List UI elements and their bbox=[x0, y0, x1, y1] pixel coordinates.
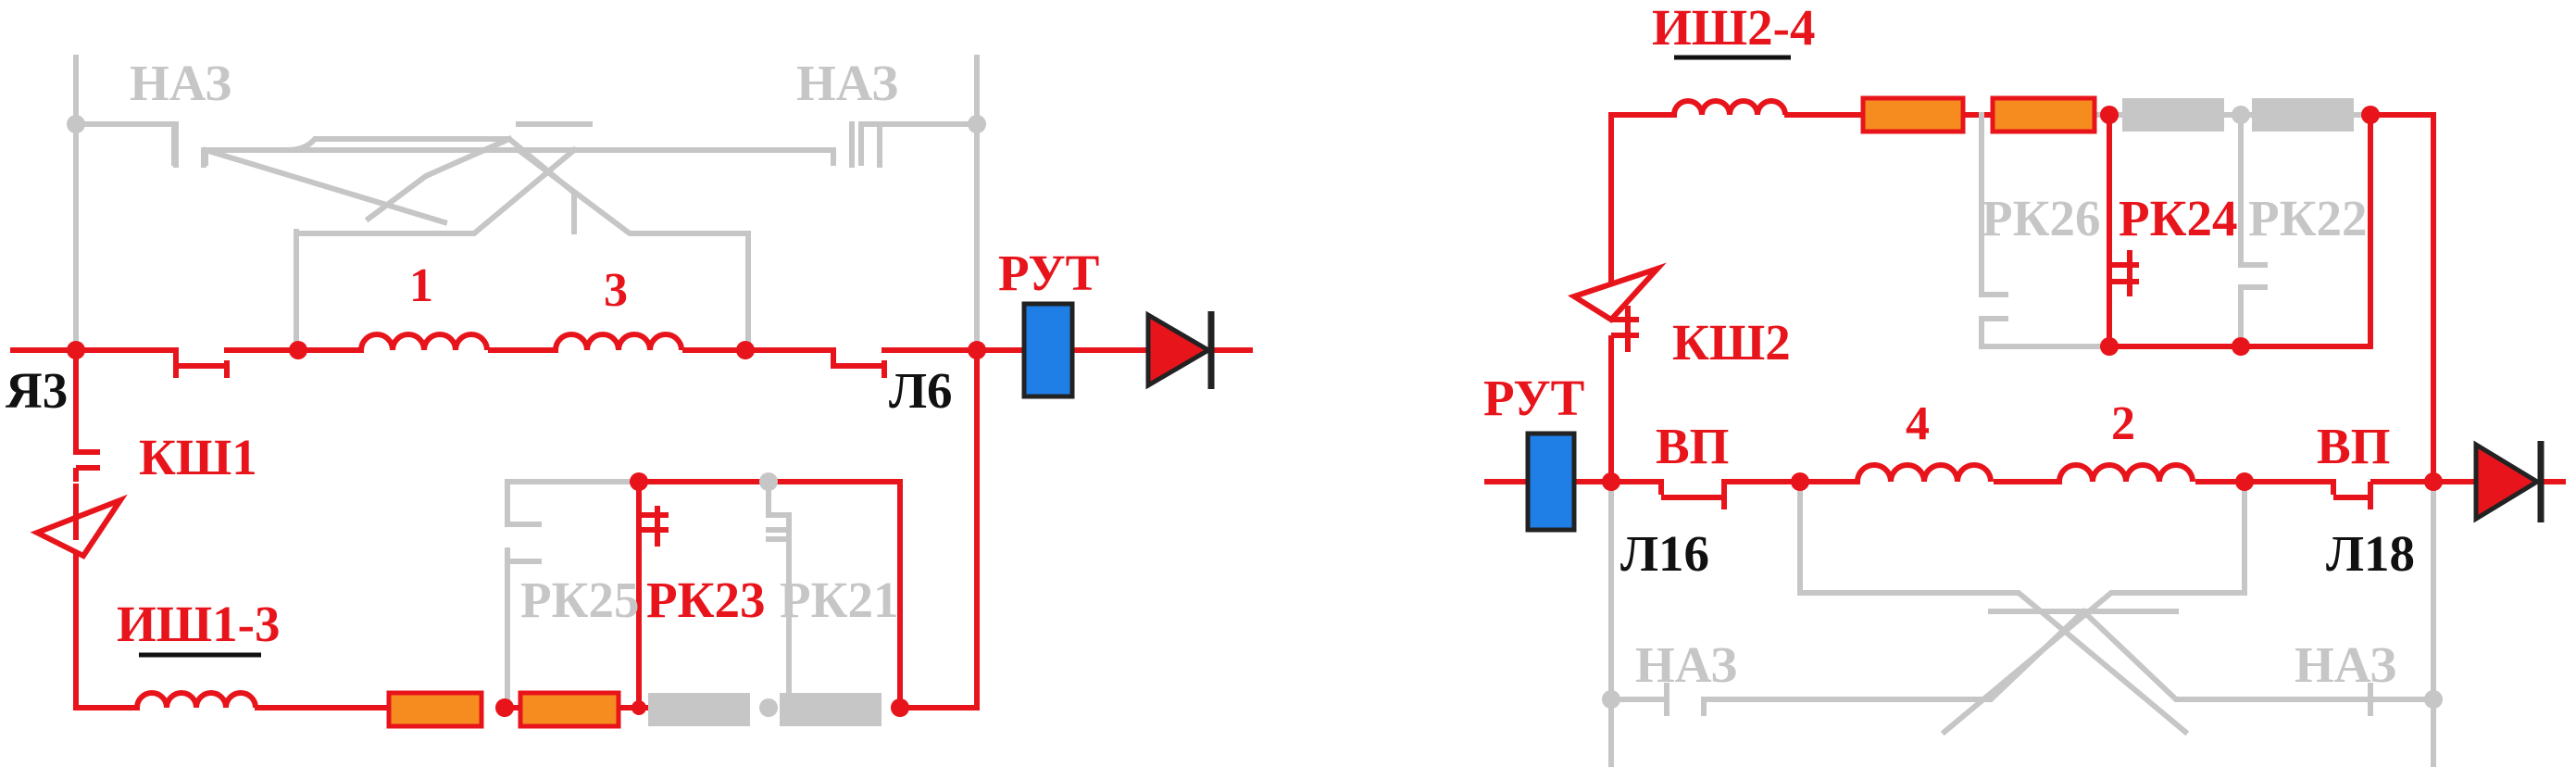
left-rk23-contact bbox=[639, 506, 669, 547]
left-coil-ish bbox=[134, 690, 258, 709]
left-resistor-3 bbox=[648, 693, 750, 726]
left-coil-3 bbox=[553, 332, 684, 351]
left-rk21-branch bbox=[766, 479, 792, 710]
right-vp-contacts bbox=[1658, 479, 2406, 509]
right-rk26-label: РК26 bbox=[1982, 190, 2100, 246]
left-naz-lines bbox=[73, 55, 980, 353]
left-ksh1-label: КШ1 bbox=[139, 429, 257, 485]
right-coil-2-label: 2 bbox=[2111, 397, 2135, 450]
left-rut-label: РУТ bbox=[998, 245, 1099, 301]
left-diode-icon bbox=[1145, 310, 1215, 390]
right-rk24-contact bbox=[2109, 250, 2139, 296]
left-resistor-4 bbox=[780, 693, 882, 726]
left-rk23-label: РК23 bbox=[646, 572, 765, 628]
right-vp-left-label: ВП bbox=[1656, 418, 1729, 474]
left-ish-label: ИШ1-3 bbox=[117, 596, 281, 652]
right-resistor-2 bbox=[1990, 95, 2097, 134]
left-coil-1 bbox=[358, 332, 490, 351]
right-resistor-1 bbox=[1860, 95, 1966, 134]
left-resistor-2 bbox=[518, 690, 621, 729]
left-ya3-label: Я3 bbox=[6, 362, 68, 419]
left-rk23-branch bbox=[636, 479, 903, 710]
right-labels: ИШ2-4 РК26 РК24 РК22 КШ2 РУТ ВП 4 2 ВП Л… bbox=[1483, 0, 2415, 693]
right-junctions bbox=[1602, 106, 2443, 709]
left-l6-label: Л6 bbox=[889, 362, 952, 419]
left-ksh1-contact bbox=[30, 449, 128, 560]
right-naz-lines bbox=[1608, 479, 2436, 767]
left-rk25-branch bbox=[505, 479, 642, 710]
left-coil-1-label: 1 bbox=[409, 259, 433, 312]
right-main-line bbox=[1484, 335, 2566, 484]
left-naz-label-2: НАЗ bbox=[796, 55, 898, 111]
left-rut-relay bbox=[1021, 301, 1075, 399]
right-resistor-3 bbox=[2122, 98, 2224, 132]
right-top-line bbox=[1608, 112, 2436, 484]
right-naz-label-1: НАЗ bbox=[1635, 636, 1737, 693]
right-coil-ish bbox=[1671, 98, 1788, 116]
right-rut-relay bbox=[1525, 431, 1577, 533]
right-ksh2-contact bbox=[1568, 262, 1667, 352]
right-rut-label: РУТ bbox=[1483, 370, 1584, 426]
left-main-line bbox=[10, 347, 1253, 710]
right-rk22-label: РК22 bbox=[2248, 190, 2367, 246]
left-coil-3-label: 3 bbox=[604, 264, 628, 317]
left-labels: НАЗ НАЗ 1 3 РУТ Я3 Л6 КШ1 ИШ1-3 РК25 РК2… bbox=[6, 55, 1099, 658]
left-rk25-label: РК25 bbox=[520, 572, 639, 628]
left-red-contacts bbox=[173, 347, 887, 378]
right-ish-label: ИШ2-4 bbox=[1652, 0, 1816, 56]
right-diode-icon bbox=[2473, 440, 2545, 523]
right-naz-label-2: НАЗ bbox=[2295, 636, 2396, 693]
right-coil-4-label: 4 bbox=[1906, 397, 1930, 450]
left-junctions bbox=[67, 115, 986, 717]
right-l16-label: Л16 bbox=[1620, 525, 1709, 582]
right-resistor-4 bbox=[2252, 98, 2354, 132]
right-rk24-label: РК24 bbox=[2119, 190, 2237, 246]
left-naz-label-1: НАЗ bbox=[130, 55, 231, 111]
right-vp-right-label: ВП bbox=[2317, 418, 2390, 474]
left-rk21-label: РК21 bbox=[780, 572, 898, 628]
right-coil-4 bbox=[1855, 462, 1994, 483]
left-resistor-1 bbox=[386, 690, 484, 729]
right-ksh2-label: КШ2 bbox=[1672, 314, 1791, 371]
right-l18-label: Л18 bbox=[2326, 525, 2415, 582]
right-coil-2 bbox=[2057, 462, 2195, 483]
